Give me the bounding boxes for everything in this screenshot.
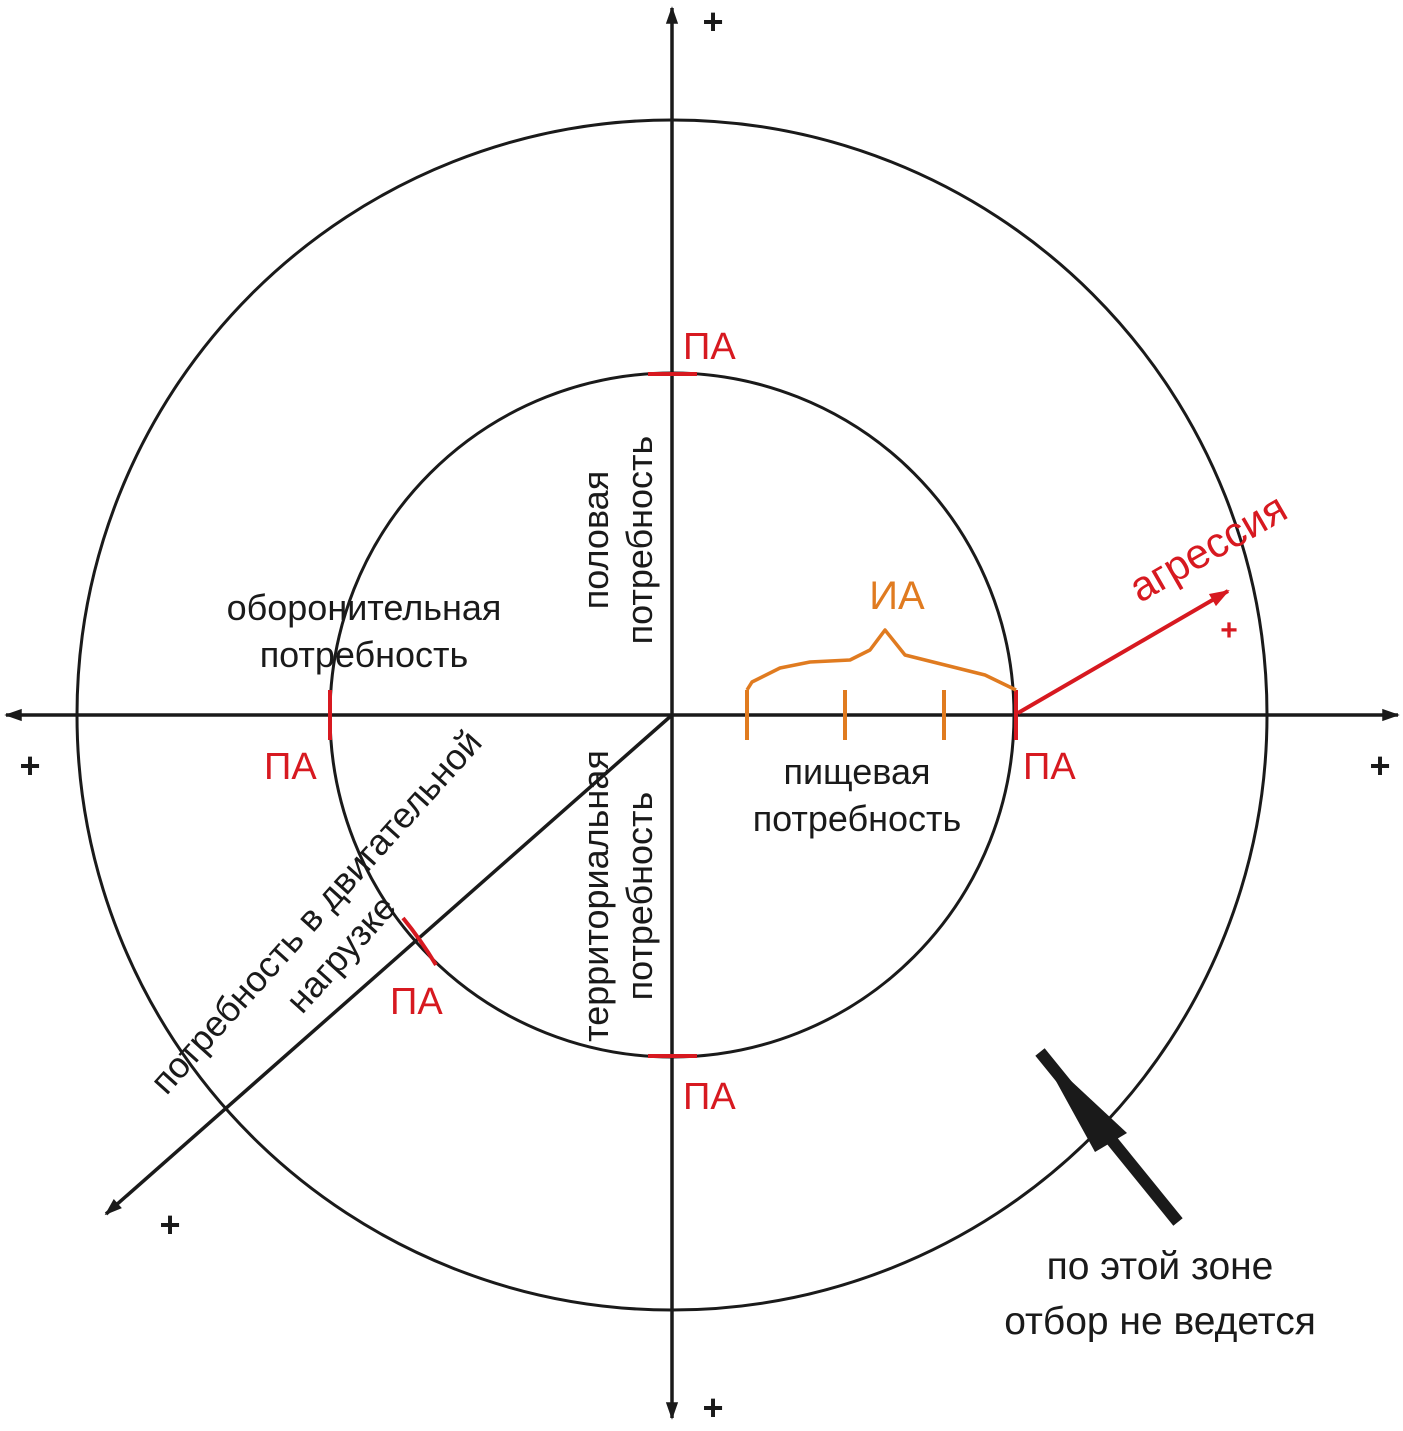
- sexual-need-line-1: половая: [575, 471, 616, 609]
- plus-diagonal: +: [159, 1204, 180, 1245]
- plus-bottom: +: [702, 1387, 723, 1428]
- aggression-arrow: [1016, 589, 1230, 715]
- ia-brace: [745, 628, 1017, 692]
- food-need-line-2: потребность: [753, 798, 962, 839]
- food-need-line-1: пищевая: [783, 751, 930, 792]
- plus-top: +: [702, 1, 723, 42]
- note-line-1: по этой зоне: [1047, 1245, 1274, 1288]
- defensive-need-line-2: потребность: [260, 634, 469, 675]
- sexual-need-line-2: потребность: [619, 436, 660, 645]
- territorial-need-line-2: потребность: [619, 792, 660, 1001]
- ia-label: ИА: [869, 574, 925, 618]
- pa-label-diagonal: ПА: [390, 981, 443, 1023]
- aggression-label: агрессия: [1121, 484, 1295, 612]
- pointer-arrow-head: [1040, 1052, 1127, 1152]
- territorial-need-line-1: территориальная: [575, 750, 616, 1042]
- plus-left: +: [19, 745, 40, 786]
- pa-label-bottom: ПА: [683, 1076, 736, 1118]
- plus-aggression: +: [1220, 614, 1238, 647]
- defensive-need-line-1: оборонительная: [227, 587, 502, 628]
- pa-label-top: ПА: [683, 326, 736, 368]
- note-line-2: отбор не ведется: [1004, 1300, 1316, 1343]
- diagonal-axis: [104, 713, 674, 1216]
- pa-label-left: ПА: [264, 746, 317, 788]
- pa-label-right: ПА: [1023, 746, 1076, 788]
- pa-mark-diagonal: [401, 916, 438, 967]
- plus-right: +: [1369, 745, 1390, 786]
